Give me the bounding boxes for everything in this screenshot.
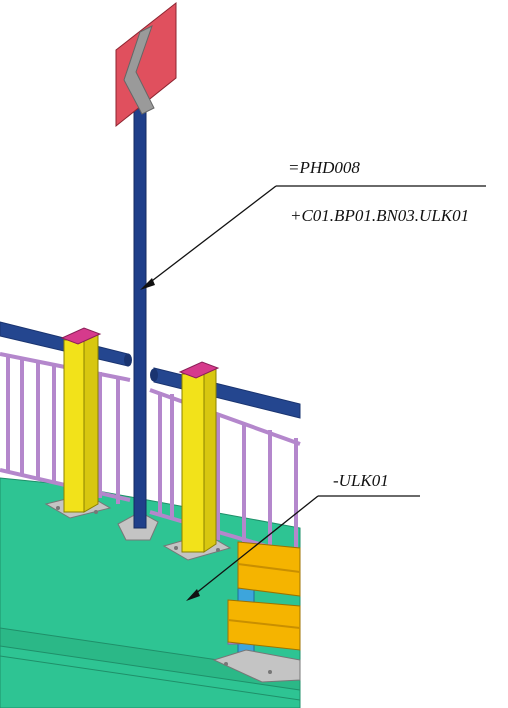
post-right-cap — [178, 361, 220, 379]
sign-board — [115, 1, 177, 128]
road-sign — [115, 1, 177, 128]
product-label: -ULK01 — [333, 471, 389, 490]
pole-shaft — [133, 95, 147, 529]
guard-barrier — [212, 541, 301, 683]
post-left-front — [63, 339, 85, 513]
post-right-front — [181, 373, 205, 553]
post-left-cap — [60, 327, 102, 345]
leader-floor-arrowhead — [186, 589, 200, 601]
annotation-leaders — [143, 185, 486, 599]
post-right — [162, 361, 232, 561]
post-right-side — [203, 367, 217, 553]
tag-label: =PHD008 — [288, 158, 360, 177]
sign-chevron-icon — [123, 25, 155, 115]
handrail-tube — [0, 321, 301, 419]
barrier-base-plate — [212, 649, 301, 683]
leader-pole-arrowhead — [140, 278, 155, 290]
leader-pole — [143, 185, 277, 288]
floor-edge-line — [0, 655, 301, 701]
sign-pole — [117, 95, 159, 541]
railing-balusters — [0, 352, 301, 558]
location-label: +C01.BP01.BN03.ULK01 — [290, 206, 470, 225]
post-left-side — [83, 333, 99, 513]
handrail-right — [153, 367, 301, 419]
leader-floor — [189, 495, 319, 599]
post-left — [44, 327, 112, 519]
handrail-end-cap — [124, 353, 132, 367]
floor-edge-band — [0, 627, 301, 691]
handrail-start-cap — [150, 368, 158, 382]
